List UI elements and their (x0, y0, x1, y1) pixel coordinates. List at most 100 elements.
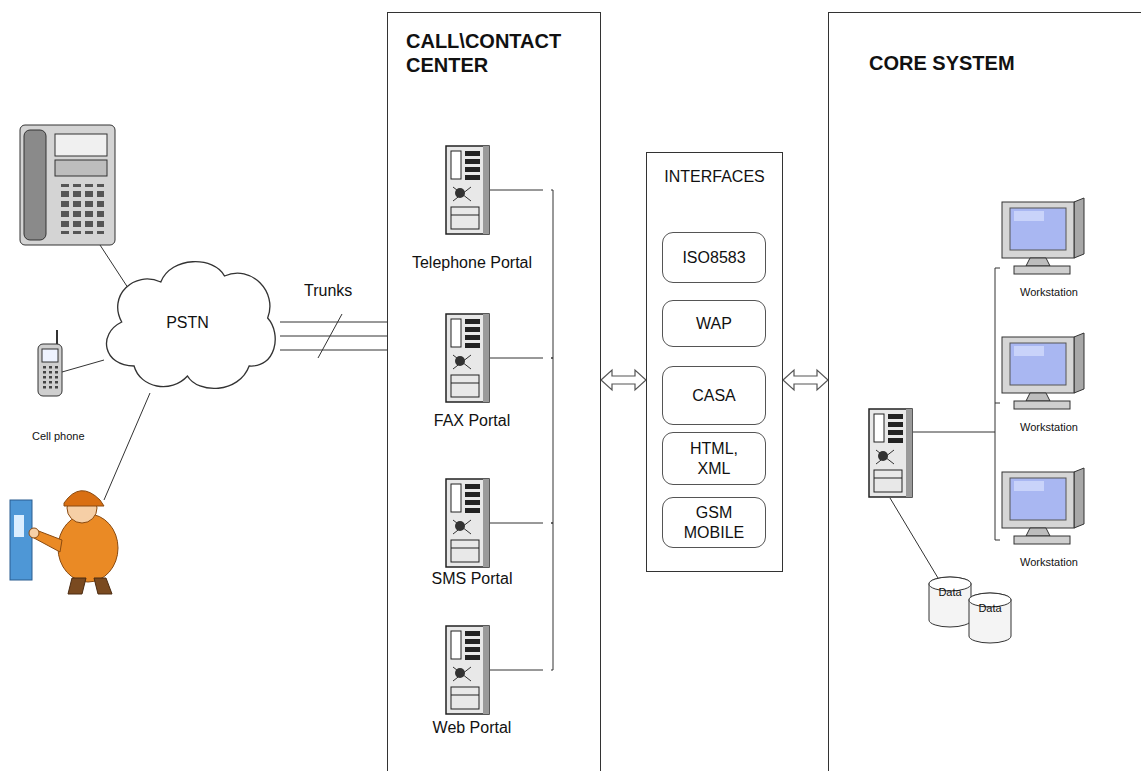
node-label: HTML, XML (684, 439, 744, 477)
cloud-outline (107, 262, 276, 389)
cell-wire (62, 360, 104, 372)
server-side (483, 626, 489, 714)
server-bay (465, 159, 480, 164)
server-bay (465, 647, 480, 652)
server-side (483, 479, 489, 567)
server-bay (465, 343, 480, 348)
block-arrow (601, 370, 646, 390)
connector-line (551, 190, 553, 358)
interface-box: ISO8583 (662, 232, 766, 283)
icon-label: FAX Portal (393, 411, 551, 430)
server-bay (465, 508, 480, 513)
phone-display (55, 134, 107, 156)
lan-wire (913, 432, 995, 433)
server-case (446, 146, 489, 234)
device-label: Cell phone (30, 430, 87, 442)
monitor-frame (1002, 337, 1074, 393)
cell-body (38, 344, 62, 396)
person-cap (64, 491, 104, 506)
interface-box: GSM MOBILE (662, 497, 766, 548)
panel-heading: INTERFACES (647, 167, 782, 186)
server-case (446, 314, 489, 402)
monitor-base (1014, 536, 1070, 544)
server-bay (465, 335, 480, 340)
monitor-stand (1026, 393, 1050, 401)
monitor-screen (1010, 343, 1066, 385)
panel-heading: CORE SYSTEM (869, 51, 1141, 75)
monitor-stand (1026, 528, 1050, 536)
server-bay (465, 175, 480, 180)
interface-box: WAP (662, 300, 766, 347)
screen-glare (1014, 481, 1044, 491)
server-icon (393, 620, 543, 720)
panel-heading: CALL\CONTACT CENTER (406, 29, 581, 77)
server-drive (874, 470, 902, 492)
phone-handset (24, 130, 46, 240)
icon-label: SMS Portal (393, 569, 551, 588)
node-label: Data (938, 586, 961, 599)
server-symbol (446, 479, 489, 567)
connector-line (551, 523, 553, 670)
data-store: Data (928, 576, 972, 628)
cylinder-body (969, 593, 1011, 643)
server-panel (451, 319, 461, 347)
portal-server: SMS Portal (393, 473, 551, 598)
cell-phone (38, 330, 62, 396)
core-server (869, 409, 912, 497)
monitor-side (1074, 198, 1084, 258)
cylinder-shape (968, 592, 1012, 644)
core-system-panel: WorkstationWorkstationWorkstationDataDat… (828, 12, 1141, 771)
workstation: Workstation (995, 331, 1103, 439)
server-bay (465, 492, 480, 497)
server-bay (888, 422, 903, 427)
screen-glare (1014, 346, 1044, 356)
lan-wire (995, 268, 996, 540)
server-case (869, 409, 912, 497)
monitor-side (1074, 468, 1084, 528)
server-drive (451, 375, 479, 397)
data-store: Data (968, 592, 1012, 644)
connector-line (280, 336, 387, 337)
server-bay (888, 438, 903, 443)
server-panel (451, 484, 461, 512)
server-drive (451, 207, 479, 229)
connector-line (280, 350, 387, 351)
server-drive-line (451, 548, 479, 549)
lan-wire (995, 540, 1000, 541)
bus-stub (490, 190, 543, 191)
icon-label: Workstation (995, 421, 1103, 434)
monitor-base (1014, 401, 1070, 409)
desk-phone (20, 125, 115, 245)
icon-label: Workstation (995, 286, 1103, 299)
lan-wire (995, 268, 1000, 269)
screen-glare (1014, 211, 1044, 221)
lan-wire (995, 403, 1000, 404)
server-mark (876, 450, 894, 464)
bus-stub (490, 358, 543, 359)
server-mark (453, 187, 471, 201)
server-case (446, 626, 489, 714)
server-bay (465, 655, 480, 660)
person-legs (68, 578, 112, 594)
monitor-stand (1026, 258, 1050, 266)
server-symbol (446, 314, 489, 402)
server-icon (393, 308, 543, 408)
interfaces-panel: ISO8583WAPCASAHTML, XMLGSM MOBILEINTERFA… (646, 152, 783, 572)
node-label: GSM MOBILE (678, 503, 750, 541)
cylinder-body (929, 577, 971, 627)
monitor-screen (1010, 478, 1066, 520)
monitor-screen (1010, 208, 1066, 250)
portal-server: Telephone Portal (393, 140, 551, 275)
monitor-frame (1002, 472, 1074, 528)
server-bay (465, 500, 480, 505)
server-drive (451, 540, 479, 562)
interface-box: HTML, XML (662, 432, 766, 485)
server-drive-line (874, 478, 902, 479)
portal-server: Web Portal (393, 620, 551, 745)
node-label: ISO8583 (682, 248, 745, 267)
server-icon (393, 473, 543, 573)
server-drive-line (451, 383, 479, 384)
icon-label: Telephone Portal (393, 253, 551, 272)
server-symbol (446, 146, 489, 234)
